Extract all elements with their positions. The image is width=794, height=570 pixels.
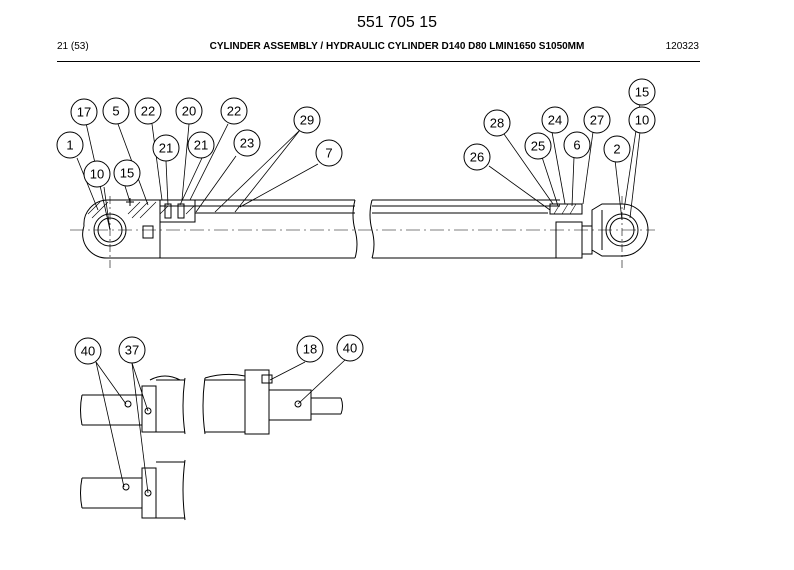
callout-22: 22 [134,97,162,125]
callout-40: 40 [336,334,364,362]
callout-27: 27 [583,106,611,134]
callout-20: 20 [175,97,203,125]
svg-text:23: 23 [240,136,254,151]
callout-21: 21 [152,134,180,162]
svg-text:28: 28 [490,116,504,131]
callout-37: 37 [118,336,146,364]
callout-29: 29 [293,106,321,134]
callout-28: 28 [483,109,511,137]
document-number: 551 705 15 [356,14,438,31]
svg-text:22: 22 [141,104,155,119]
detail-view-alt-mount [80,459,186,521]
svg-text:25: 25 [531,139,545,154]
callout-22: 22 [220,97,248,125]
svg-text:26: 26 [470,150,484,165]
svg-text:17: 17 [77,105,91,120]
svg-text:7: 7 [325,146,332,161]
callout-10: 10 [628,106,656,134]
callout-10: 10 [83,160,111,188]
page-title: CYLINDER ASSEMBLY / HYDRAULIC CYLINDER D… [209,41,585,52]
svg-text:10: 10 [635,113,649,128]
svg-text:21: 21 [194,138,208,153]
svg-text:24: 24 [548,113,562,128]
callout-7: 7 [315,139,343,167]
svg-text:5: 5 [112,104,119,119]
svg-text:22: 22 [227,104,241,119]
callout-26: 26 [463,143,491,171]
svg-text:10: 10 [90,167,104,182]
svg-text:40: 40 [343,341,357,356]
detail-view-rear-mount [80,375,186,435]
callout-15: 15 [113,159,141,187]
svg-text:6: 6 [573,138,580,153]
callout-5: 5 [102,97,130,125]
detail-view-rod-end [202,369,343,435]
page-number: 21 (53) [57,41,89,52]
callout-25: 25 [524,132,552,160]
svg-text:37: 37 [125,343,139,358]
callout-17: 17 [70,98,98,126]
cylinder-head [555,221,583,259]
callout-15: 15 [628,78,656,106]
svg-text:27: 27 [590,113,604,128]
callout-1: 1 [56,131,84,159]
svg-text:15: 15 [635,85,649,100]
svg-text:2: 2 [613,142,620,157]
svg-text:18: 18 [303,342,317,357]
svg-text:21: 21 [159,141,173,156]
date-code: 120323 [665,41,699,52]
callout-24: 24 [541,106,569,134]
svg-text:1: 1 [66,138,73,153]
svg-text:40: 40 [81,344,95,359]
svg-text:29: 29 [300,113,314,128]
svg-text:15: 15 [120,166,134,181]
callout-23: 23 [233,129,261,157]
callout-18: 18 [296,335,324,363]
callout-6: 6 [563,131,591,159]
callout-21: 21 [187,131,215,159]
callout-2: 2 [603,135,631,163]
svg-text:20: 20 [182,104,196,119]
leader-lines-details [95,359,346,494]
callout-40: 40 [74,337,102,365]
cylinder-right-section [369,199,649,259]
leader-lines-main [76,103,641,231]
header-rule [57,61,700,62]
